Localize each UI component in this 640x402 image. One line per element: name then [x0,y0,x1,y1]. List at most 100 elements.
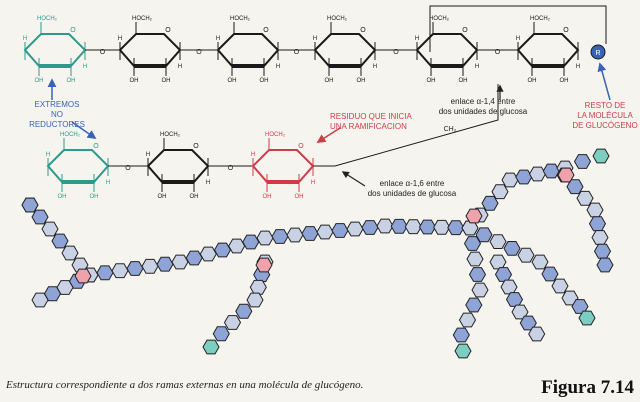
glucose-hexagon [249,279,267,295]
glucose-hexagon [596,257,614,273]
glucose-hexagon [202,339,220,355]
bridge-oxygen-label: O [294,49,300,56]
hoch2-label: HOCH₂ [429,16,450,22]
glucose-hexagon [212,326,230,342]
glucose-hexagon [463,236,482,251]
bridge-oxygen-label: O [228,165,234,172]
glucose-hexagon [586,202,604,218]
ring-oxygen-label: O [263,27,269,34]
hoch2-label: HOCH₂ [60,132,81,138]
ring-oxygen-label: O [165,27,171,34]
glucose-hexagon [74,268,92,284]
enlace16-arrow [341,171,366,187]
glucose-hexagon [376,218,394,234]
r-circle [590,44,606,60]
resto-label: RESTO DE LA MOLÉCULA DE GLUCÓGENO [572,101,638,130]
bridge-oxygen-label: O [393,49,399,56]
h-label: H [118,36,122,42]
oh-label: OH [459,78,468,84]
oh-label: OH [263,194,272,200]
glucose-hexagon [465,297,483,313]
ring-oxygen-label: O [70,27,76,34]
hoch2-label: HOCH₂ [160,132,181,138]
glucose-hexagon [256,230,274,246]
bridge-oxygen-label: O [196,49,202,56]
h-label: H [313,36,317,42]
glucose-hexagon [271,229,289,244]
ring-oxygen-label: O [563,27,569,34]
glucose-hexagon [503,241,521,256]
h-label: H [251,152,255,158]
h-label: H [276,64,280,70]
glucose-hexagon [242,234,260,250]
glucose-hexagon [61,245,79,261]
glucose-hexagon [471,282,489,298]
glucose-hexagon [468,267,487,282]
h-label: H [576,64,580,70]
oh-label: OH [427,78,436,84]
glucose-hexagon [542,163,560,179]
h-label: H [23,36,27,42]
h-label: H [311,180,315,186]
oh-label: OH [58,194,67,200]
oh-label: OH [228,78,237,84]
glucose-hexagon [31,292,49,308]
glucose-hexagon [404,219,422,235]
glucose-hexagon [246,292,264,308]
h-label: H [46,152,50,158]
h-label: H [373,64,377,70]
glucose-hexagon [418,219,437,235]
glucose-hexagon [551,278,569,294]
h-label: H [216,36,220,42]
oh-label: OH [190,194,199,200]
glucose-hexagon [126,261,144,276]
glucose-hexagon [465,208,483,224]
glucose-hexagon [316,224,334,240]
h-label: H [475,64,479,70]
oh-label: OH [158,194,167,200]
glucose-hexagon [331,223,349,238]
bridge-oxygen-label: O [495,49,501,56]
enlace-14-label: enlace α-1,4 entre dos unidades de gluco… [438,97,528,116]
glucose-hexagon [199,246,217,262]
frame-line [429,5,607,52]
oh-label: OH [67,78,76,84]
ring-outline [313,33,377,67]
glucose-hexagon [286,227,304,243]
glucose-hexagon [489,234,507,249]
glucose-hexagon [541,266,559,282]
glucose-hexagon [528,326,546,342]
ring-outline [118,33,182,67]
hoch2-label: HOCH₂ [530,16,551,22]
glucose-hexagon [500,279,518,295]
hoch2-label: HOCH₂ [265,132,286,138]
glucose-hexagon [591,230,609,245]
h-label: H [83,64,87,70]
h-label: H [516,36,520,42]
hoch2-label: HOCH₂ [327,16,348,22]
glucose-hexagon [475,227,493,243]
enlace-16-label: enlace α-1,6 entre dos unidades de gluco… [367,179,457,198]
alpha16-bond [313,84,499,167]
glucose-hexagon [576,190,594,206]
glucose-hexagon [228,238,246,254]
bridge-oxygen-label: O [125,165,131,172]
glucose-hexagon [466,251,484,267]
residuo-label: RESIDUO QUE INICIA UNA RAMIFICACION [330,112,412,131]
glucose-hexagon [578,310,596,326]
oh-label: OH [130,78,139,84]
oh-label: OH [560,78,569,84]
glucose-hexagon [433,219,451,235]
ring-outline [146,149,210,183]
glucose-hexagon [592,148,610,164]
glucose-hexagon [458,312,477,328]
glucose-hexagon [447,220,465,236]
oh-label: OH [357,78,366,84]
glucose-hexagon [31,209,49,225]
